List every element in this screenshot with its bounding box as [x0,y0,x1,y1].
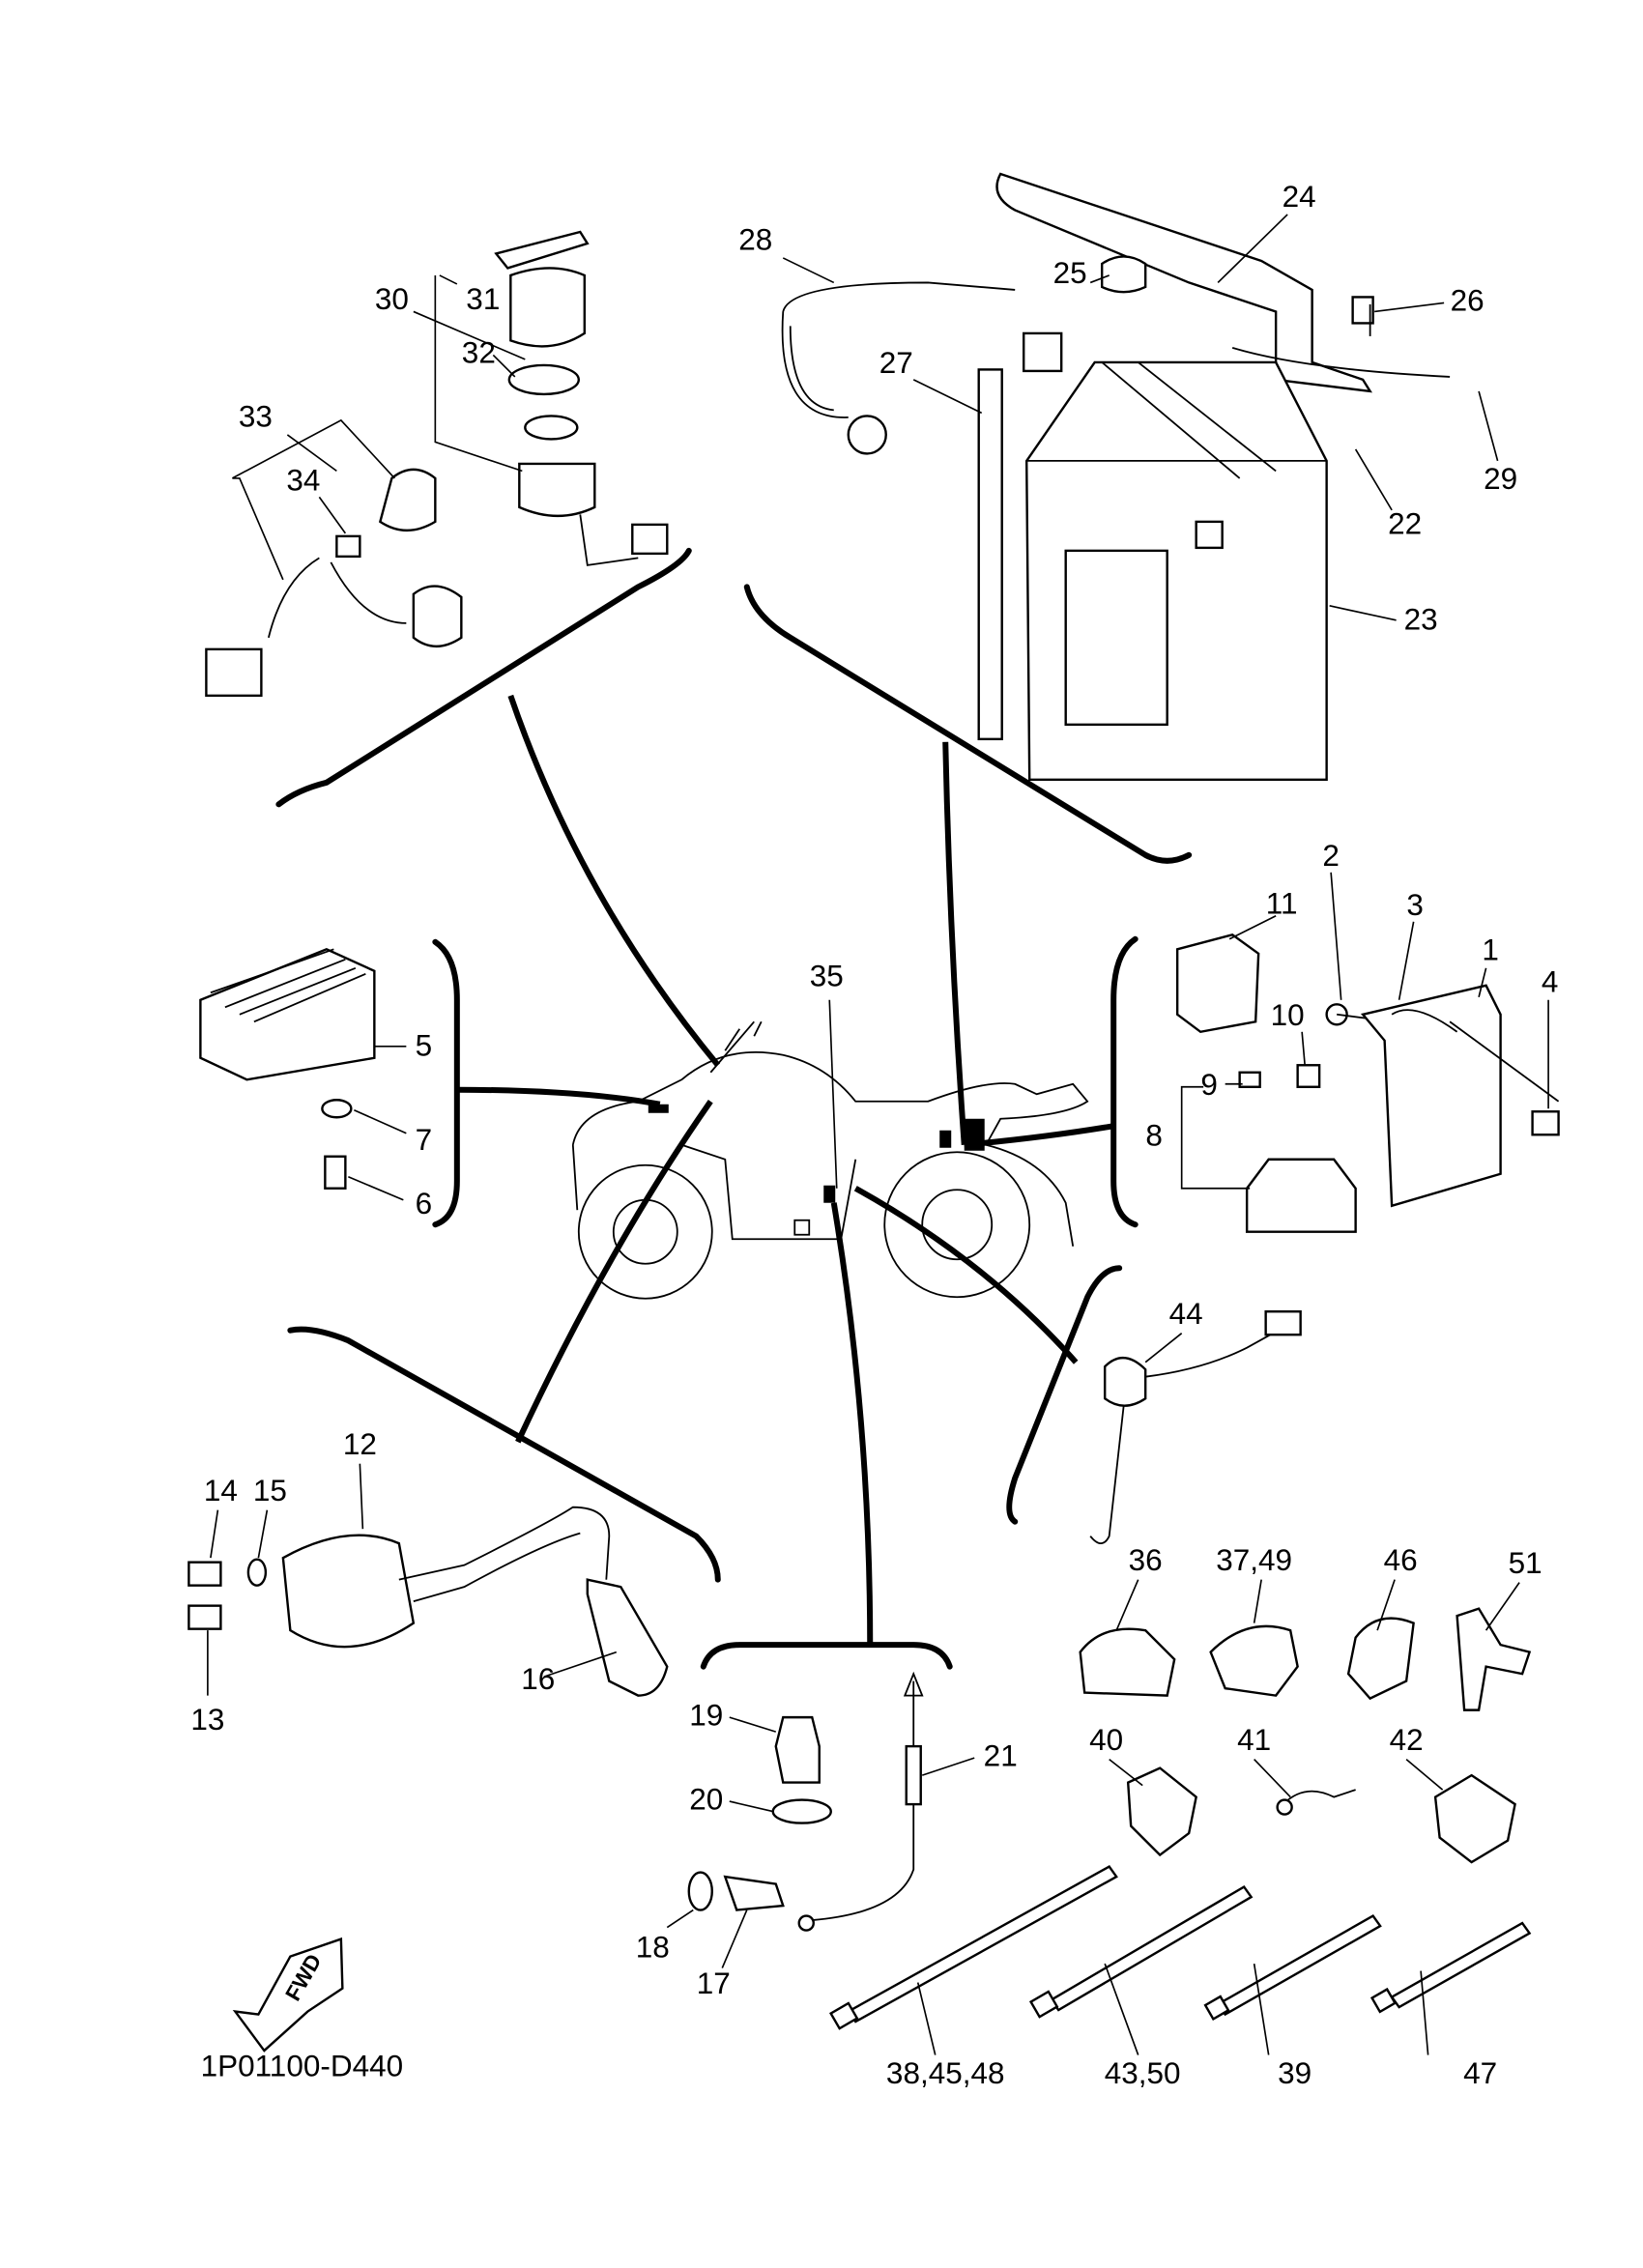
callout: 24 [1283,179,1316,214]
callout: 1 [1482,933,1499,967]
callout: 28 [738,222,772,257]
callout: 22 [1388,506,1422,541]
callout: 16 [521,1661,555,1696]
leader-lines [286,214,1499,1189]
bracket-battery [743,584,1193,864]
callout: 33 [239,399,273,434]
bracket-relays [1110,935,1139,1228]
callout: 26 [1451,283,1484,318]
clip-41 [1283,1789,1356,1805]
fwd-arrow-icon: FWD [232,1937,344,2053]
callout: 2 [1322,838,1340,873]
callout: 41 [1237,1722,1271,1757]
starter-relay-8 [1245,1158,1357,1233]
callout: 38,45,48 [886,2055,1005,2090]
callout: 23 [1404,602,1438,637]
diagram-code: 1P01100-D440 [201,2048,403,2082]
ignition-switch-assembly [205,230,669,698]
callout: 47 [1463,2055,1497,2090]
callout: 34 [286,463,320,498]
callout: 21 [984,1737,1018,1772]
ignition-coil-assembly [187,1463,669,1697]
battery-assembly [781,172,1451,782]
callout: 42 [1390,1722,1424,1757]
callout: 36 [1129,1542,1163,1577]
cable-ties [829,1865,1532,2055]
callout: 29 [1484,461,1517,496]
callout: 6 [416,1186,433,1220]
callout: 31 [466,281,500,316]
atv-vehicle [571,1020,1089,1300]
callout: 27 [879,345,913,380]
relay-assembly [1175,872,1560,1233]
callout: 3 [1406,887,1424,922]
key [494,230,590,270]
clip-37-49 [1209,1624,1299,1697]
callout: 46 [1384,1542,1418,1577]
clip-51 [1456,1607,1532,1711]
callout: 11 [1266,886,1298,921]
callout: 7 [416,1122,433,1157]
wire-to-switch-44 [853,1186,1079,1364]
callout: 14 [204,1473,238,1507]
callout: 25 [1053,255,1087,290]
callout: 18 [636,1929,670,1964]
wire-to-ignition [507,694,721,1068]
callout: 8 [1145,1118,1163,1153]
callout: 19 [689,1697,723,1732]
battery-breather-hose [977,368,1003,741]
callout: 10 [1271,997,1305,1032]
callout: 39 [1278,2055,1312,2090]
callout: 17 [697,1966,731,2000]
bracket-switch-44 [1006,1265,1123,1525]
spark-plug-cap-16 [586,1578,669,1697]
callout: 20 [689,1781,723,1816]
bracket-ignition-switch [275,547,692,808]
callout: 37,49 [1216,1542,1292,1577]
callout: 43,50 [1105,2055,1181,2090]
rectifier-regulator [199,947,407,1201]
group-brackets [275,547,1193,1670]
callout: 9 [1200,1067,1218,1102]
callout: 5 [416,1028,433,1063]
callout: 44 [1169,1296,1203,1331]
bracket-rectifier [432,938,460,1228]
switch-44-assembly [1089,1310,1302,1545]
clip-40 [1126,1766,1197,1857]
callout: 35 [810,959,844,993]
callout: 32 [462,335,496,370]
callout: 13 [190,1702,224,1737]
callout: 40 [1089,1722,1123,1757]
bracket-sensors [700,1642,953,1670]
wire-to-battery [942,741,967,1145]
clip-42 [1433,1773,1516,1864]
clip-46 [1346,1617,1415,1701]
clip-36 [1079,1627,1176,1697]
clips [1079,1579,1532,1864]
battery-band [995,172,1372,393]
callout: 51 [1509,1545,1542,1580]
wire-to-coil [515,1100,713,1444]
sensor-assembly [666,1671,975,1968]
callout: 4 [1542,964,1559,999]
relay-11 [1175,933,1260,1034]
ignitor-unit-1 [1360,984,1502,1208]
callout: 15 [253,1473,287,1507]
callout-labels: 1 2 3 4 5 6 7 8 9 10 11 12 13 14 15 16 1… [190,179,1558,2090]
callout: 12 [343,1426,377,1461]
wire-to-sensors [830,1202,874,1646]
callout: 30 [375,281,409,316]
